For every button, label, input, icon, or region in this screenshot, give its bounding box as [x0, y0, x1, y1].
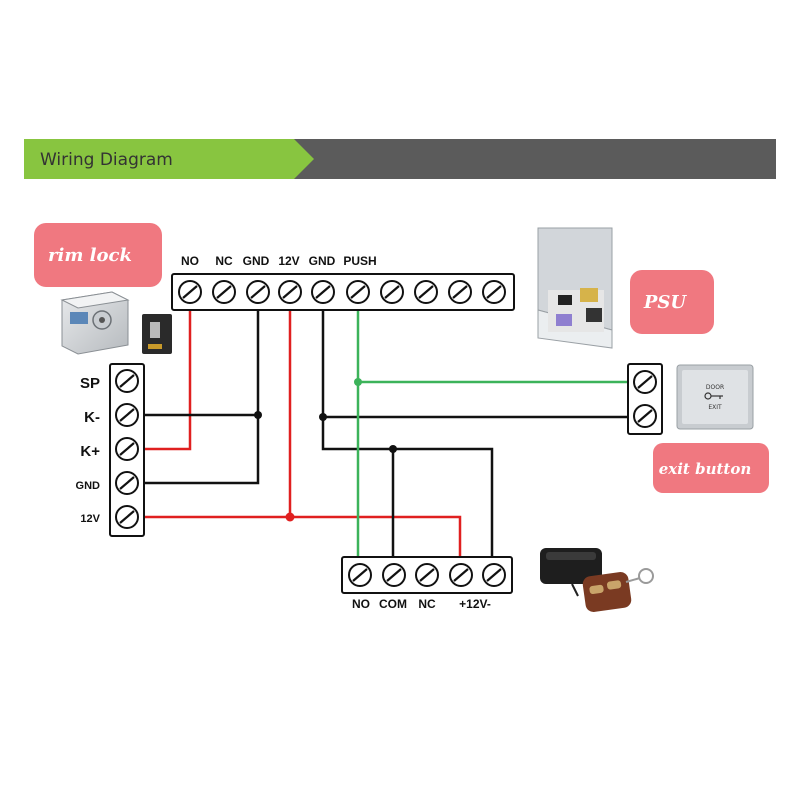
lock-terminal-labels: SP K- K+ GND 12V [76, 375, 101, 525]
terminal-screw[interactable] [347, 562, 373, 588]
exit-button-badge: exit button [653, 443, 769, 493]
terminal-label-12v: 12V [278, 254, 299, 268]
terminal-screw[interactable] [632, 403, 658, 429]
receiver-label-nc: NC [418, 597, 436, 611]
receiver-label-com: COM [379, 597, 407, 611]
wire-black-gnd-receiver [321, 417, 494, 574]
junction-dot [319, 413, 327, 421]
terminal-screw[interactable] [277, 279, 303, 305]
header-gray-band [290, 139, 776, 179]
terminal-screw[interactable] [114, 368, 140, 394]
terminal-label-nc: NC [215, 254, 233, 268]
rim-lock-badge: rim lock [34, 223, 162, 287]
wire-red-12v-receiver [290, 515, 462, 574]
terminal-screw[interactable] [310, 279, 336, 305]
rim-lock-badge-label: rim lock [48, 245, 132, 266]
terminal-screw[interactable] [381, 562, 407, 588]
wires [128, 292, 644, 574]
terminal-screw[interactable] [414, 562, 440, 588]
junction-dot [389, 445, 397, 453]
terminal-screw[interactable] [447, 279, 473, 305]
receiver-label-no: NO [352, 597, 370, 611]
remote-receiver-image [540, 548, 602, 597]
terminal-label-gnd: GND [243, 254, 270, 268]
wire-black-gnd-lock [128, 292, 260, 485]
lock-label-sp: SP [80, 375, 100, 392]
junction-dot [354, 378, 362, 386]
lock-terminal-strip [109, 363, 145, 537]
terminal-screw[interactable] [114, 402, 140, 428]
key-fob-image [582, 568, 654, 612]
rim-lock-image [60, 291, 172, 355]
terminal-label-push: PUSH [343, 254, 376, 268]
lock-label-kminus: K- [84, 409, 100, 426]
psu-badge: PSU [630, 270, 714, 334]
receiver-terminal-labels: NO COM NC +12V- [352, 597, 491, 611]
terminal-screw[interactable] [177, 279, 203, 305]
exit-button-door-text: DOOR [706, 384, 724, 391]
header-green-arrow [24, 139, 314, 179]
exit-button-exit-text: EXIT [708, 404, 722, 411]
exit-terminal-strip [627, 363, 663, 435]
psu-badge-label: PSU [643, 292, 688, 313]
terminal-screw[interactable] [481, 279, 507, 305]
terminal-screw[interactable] [413, 279, 439, 305]
lock-label-gnd: GND [76, 480, 101, 492]
terminal-screw[interactable] [345, 279, 371, 305]
exit-button-image: DOOR EXIT [676, 364, 754, 430]
wire-red-no-kplus [128, 292, 192, 451]
controller-terminal-strip [171, 273, 515, 311]
terminal-screw[interactable] [481, 562, 507, 588]
terminal-label-no: NO [181, 254, 199, 268]
receiver-label-12v: +12V- [459, 597, 491, 611]
header-title: Wiring Diagram [40, 150, 173, 170]
terminal-screw[interactable] [211, 279, 237, 305]
terminal-screw[interactable] [379, 279, 405, 305]
terminal-screw[interactable] [114, 504, 140, 530]
terminal-screw[interactable] [114, 470, 140, 496]
terminal-screw[interactable] [632, 369, 658, 395]
header-bar: Wiring Diagram [24, 139, 776, 179]
exit-button-badge-label: exit button [659, 460, 752, 478]
terminal-screw[interactable] [114, 436, 140, 462]
junction-dot [285, 512, 295, 522]
controller-terminal-labels: NO NC GND 12V GND PUSH [181, 254, 377, 268]
junction-dot [254, 411, 262, 419]
psu-image [537, 227, 613, 349]
lock-label-kplus: K+ [80, 443, 100, 460]
key-icon [704, 392, 723, 400]
lock-label-12v: 12V [80, 513, 100, 525]
receiver-terminal-strip [341, 556, 513, 594]
terminal-screw[interactable] [245, 279, 271, 305]
terminal-label-gnd-2: GND [309, 254, 336, 268]
terminal-screw[interactable] [448, 562, 474, 588]
